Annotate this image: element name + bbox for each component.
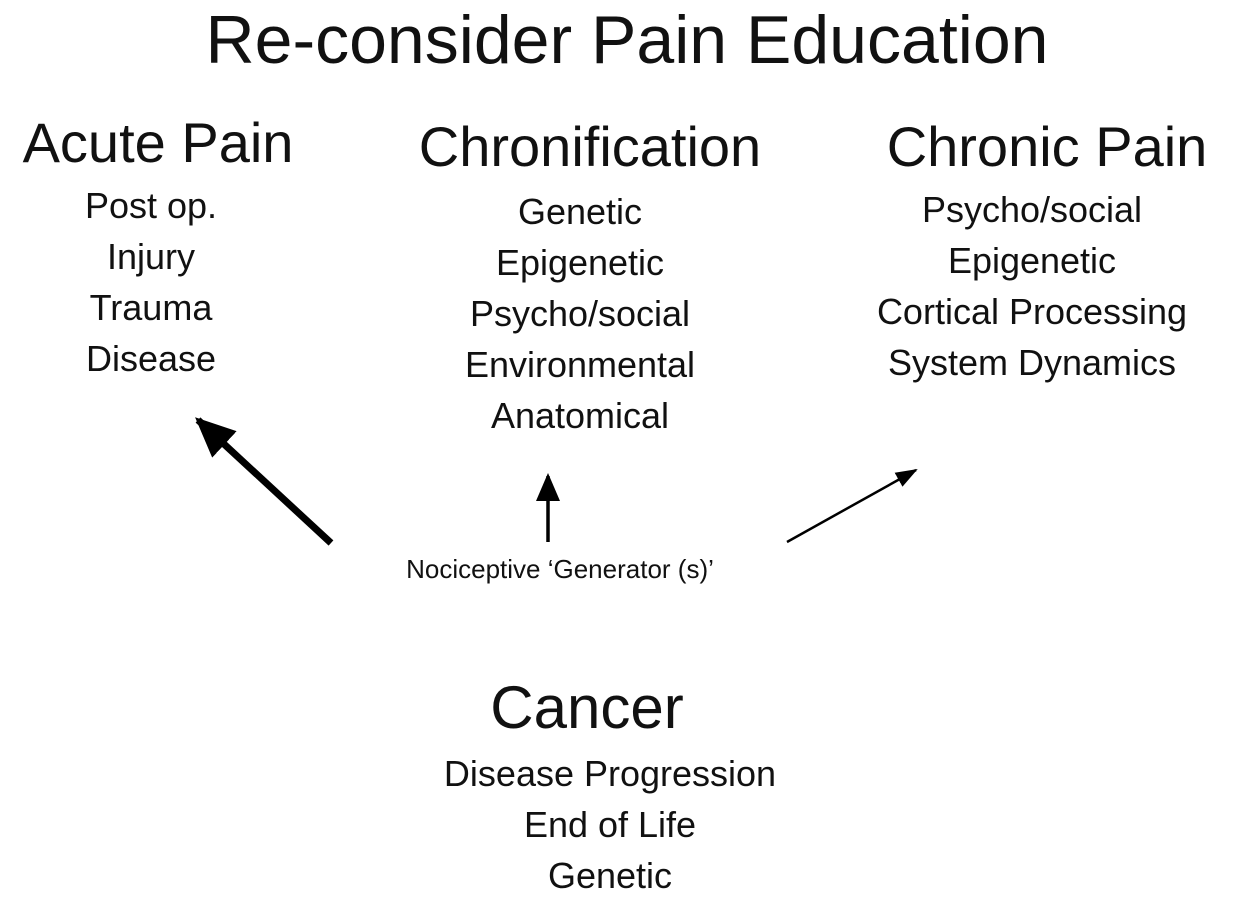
acute-pain-item: Trauma [89,287,213,328]
chronification-item: Genetic [517,191,643,232]
chronic-pain-list: Psycho/social Epigenetic Cortical Proces… [842,184,1222,388]
arrow-to-chronic-pain [786,468,918,544]
acute-pain-heading: Acute Pain [22,111,294,174]
cancer-item: End of Life [523,804,697,845]
chronification-heading: Chronification [418,115,762,178]
acute-pain-item: Injury [106,236,196,277]
nociceptive-generator-label: Nociceptive ‘Generator (s)’ [406,554,714,584]
chronic-pain-item: System Dynamics [887,342,1177,383]
chronic-pain-heading: Chronic Pain [886,115,1208,178]
chronification-list: Genetic Epigenetic Psycho/social Environ… [440,186,720,441]
chronification-item: Psycho/social [469,293,691,334]
cancer-item: Genetic [547,855,673,896]
acute-pain-list: Post op. Injury Trauma Disease [0,180,302,384]
chronic-pain-item: Psycho/social [921,189,1143,230]
chronification-item: Environmental [464,344,696,385]
arrow-to-acute-pain [195,417,334,546]
cancer-item: Disease Progression [443,753,777,794]
acute-pain-item: Post op. [84,185,218,226]
chronification-item: Anatomical [490,395,670,436]
chronification-item: Epigenetic [495,242,665,283]
diagram-title: Re-consider Pain Education [205,2,1049,78]
cancer-list: Disease Progression End of Life Genetic [400,748,820,901]
chronic-pain-item: Epigenetic [947,240,1117,281]
acute-pain-item: Disease [85,338,217,379]
cancer-heading: Cancer [490,674,684,741]
chronic-pain-item: Cortical Processing [876,291,1188,332]
